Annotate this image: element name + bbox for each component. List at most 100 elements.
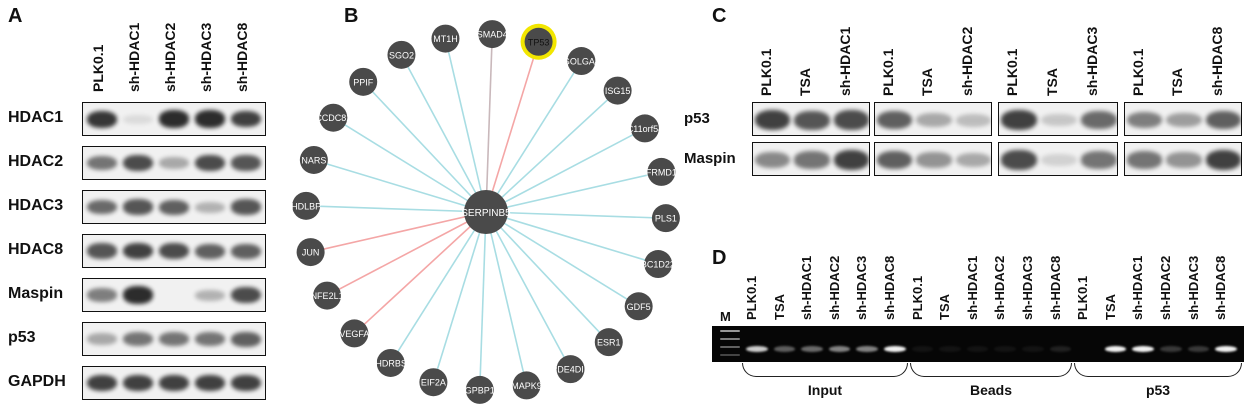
network-edge — [332, 117, 487, 213]
panel-a-band — [231, 374, 261, 392]
network-edge — [485, 211, 610, 343]
network-node: TBC1D22B — [635, 250, 681, 279]
panel-a-band — [87, 374, 117, 392]
panel-a-column-label: PLK0.1 — [90, 44, 106, 92]
panel-a-band — [123, 242, 153, 260]
panel-d-band — [884, 346, 906, 352]
node-circle — [349, 67, 378, 96]
panel-d-lane-label: sh-HDAC1 — [799, 255, 815, 320]
node-circle — [296, 238, 325, 267]
panel-c-column-label: sh-HDAC1 — [836, 26, 853, 96]
network-edge — [389, 211, 487, 364]
panel-d-letter: D — [712, 247, 727, 269]
panel-a-column-label: sh-HDAC2 — [162, 22, 178, 92]
panel-c-band — [916, 112, 952, 128]
panel-c-column-label: TSA — [797, 68, 814, 96]
panel-c-column-label: PLK0.1 — [1004, 48, 1020, 96]
panel-c-column-label: PLK0.1 — [880, 48, 896, 96]
panel-d-band — [1049, 346, 1072, 352]
panel-a-band — [231, 243, 261, 259]
panel-c-blot-strip — [998, 142, 1118, 176]
node-label: NARS — [301, 155, 326, 165]
panel-d-lane-label: sh-HDAC3 — [1185, 255, 1201, 320]
panel-a-band — [195, 155, 225, 171]
panel-a-band — [159, 157, 189, 169]
network-edge — [485, 127, 646, 213]
panel-a-column-label: sh-HDAC1 — [126, 22, 142, 92]
node-circle — [647, 157, 676, 186]
panel-c-band — [1001, 109, 1037, 131]
network-node: EIF2A — [419, 368, 448, 397]
panel-a-band — [87, 288, 117, 302]
panel-d-band — [1160, 346, 1182, 352]
panel-c-band — [1001, 150, 1037, 170]
panel-c-band — [1166, 152, 1202, 168]
network-node: SGO2 — [387, 40, 416, 69]
network-node: NFE2L1 — [311, 281, 344, 310]
panel-c-band — [1166, 112, 1202, 128]
network-edge — [485, 89, 619, 213]
network-node: CCDC82 — [315, 103, 351, 132]
node-label: CCDC82 — [315, 113, 351, 123]
network-node: FRMD1 — [646, 157, 677, 186]
panel-a-column-label: sh-HDAC3 — [198, 22, 214, 92]
network-node: TP53 — [520, 23, 557, 60]
panel-c-column-label: PLK0.1 — [1130, 48, 1146, 96]
panel-c-column-label: PLK0.1 — [758, 48, 774, 96]
node-label: SMAD4 — [477, 30, 508, 40]
network-node: MAPK9 — [511, 371, 542, 400]
node-circle — [651, 204, 680, 233]
panel-d-lane-label: PLK0.1 — [909, 275, 925, 320]
panel-a-band — [123, 114, 153, 124]
panel-c-band — [1205, 149, 1241, 171]
node-circle — [376, 348, 405, 377]
panel-d-band — [1215, 346, 1237, 352]
panel-a-band — [123, 374, 153, 392]
node-circle — [292, 191, 321, 220]
panel-a-band — [123, 332, 153, 346]
panel-d-band — [1104, 346, 1127, 352]
panel-d-lane-label: sh-HDAC2 — [826, 255, 842, 320]
panel-d-lane-label: sh-HDAC8 — [1047, 255, 1063, 320]
panel-d-lane-label: sh-HDAC2 — [1158, 255, 1173, 320]
network-node: GPBP1 — [465, 375, 495, 404]
network-node: NARS — [299, 145, 328, 174]
panel-d-band — [828, 346, 851, 352]
panel-c-band — [794, 151, 830, 169]
network-edge — [485, 211, 528, 386]
panel-d-lane-label: sh-HDAC8 — [1213, 255, 1229, 320]
panel-c-column-label: TSA — [1169, 68, 1186, 96]
panel-a-band — [87, 110, 117, 128]
node-label: TP53 — [528, 37, 550, 47]
panel-a-blot-strip — [82, 278, 266, 312]
node-label: GOLGA4 — [563, 57, 600, 67]
panel-c-band — [833, 149, 869, 171]
panel-d-band — [856, 346, 878, 352]
panel-a-row-label: p53 — [8, 329, 36, 346]
network-edge — [478, 211, 487, 390]
node-label: HDLBP — [291, 201, 321, 211]
panel-a-band — [159, 110, 189, 128]
panel-c-band — [1041, 113, 1077, 127]
network-node: PPIF — [349, 67, 378, 96]
panel-c-letter: C — [712, 5, 727, 27]
panel-a-band — [159, 243, 189, 259]
panel-a-band — [87, 243, 117, 259]
panel-b-letter: B — [344, 5, 359, 27]
node-circle — [524, 27, 553, 56]
network-node: PDE4DIP — [551, 355, 590, 384]
node-circle — [313, 281, 342, 310]
panel-c-band — [955, 113, 991, 127]
network-edge — [485, 211, 659, 265]
network-node: SMAD4 — [477, 20, 508, 49]
panel-c-blot-strip — [874, 142, 992, 176]
node-circle — [624, 292, 653, 321]
panel-d-group-bracket — [910, 363, 1072, 377]
panel-a-row-label: HDAC1 — [8, 109, 64, 126]
panel-c-column-label: sh-HDAC2 — [958, 26, 975, 96]
network-edge — [313, 159, 487, 213]
panel-c-band — [1127, 111, 1163, 129]
node-circle — [567, 47, 596, 76]
node-circle — [512, 371, 541, 400]
panel-c-band — [916, 152, 952, 168]
